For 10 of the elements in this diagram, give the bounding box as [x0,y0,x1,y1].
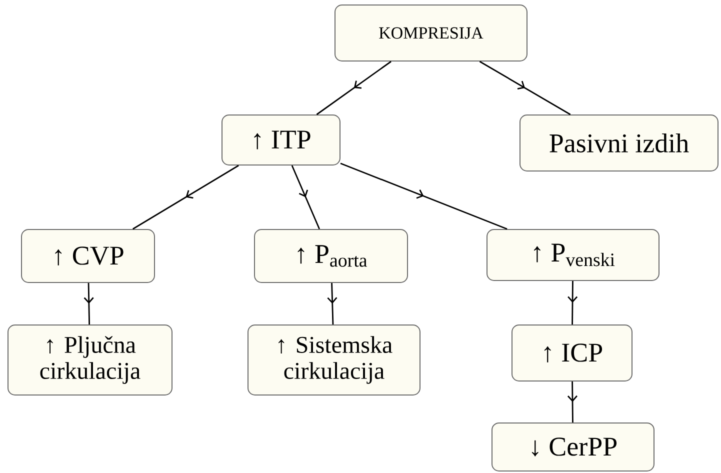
flow-box: ↑ Pljučna cirkulacija [8,324,172,396]
flow-box: Pasivni izdih [520,114,718,172]
flow-box: ↑ ITP [222,114,340,166]
flow-box: ↑ P$_{aorta}$ [254,229,408,283]
flow-box: ↑ Sistemska cirkulacija [248,324,420,396]
flow-box: KOMPRESIJA [334,4,528,62]
flow-box: ↑ CVP [21,229,155,283]
flow-box: ↑ ICP [512,324,632,382]
flow-box: ↓ CerPP [492,422,654,472]
flow-box: ↑ P$_{venski}$ [486,229,660,281]
